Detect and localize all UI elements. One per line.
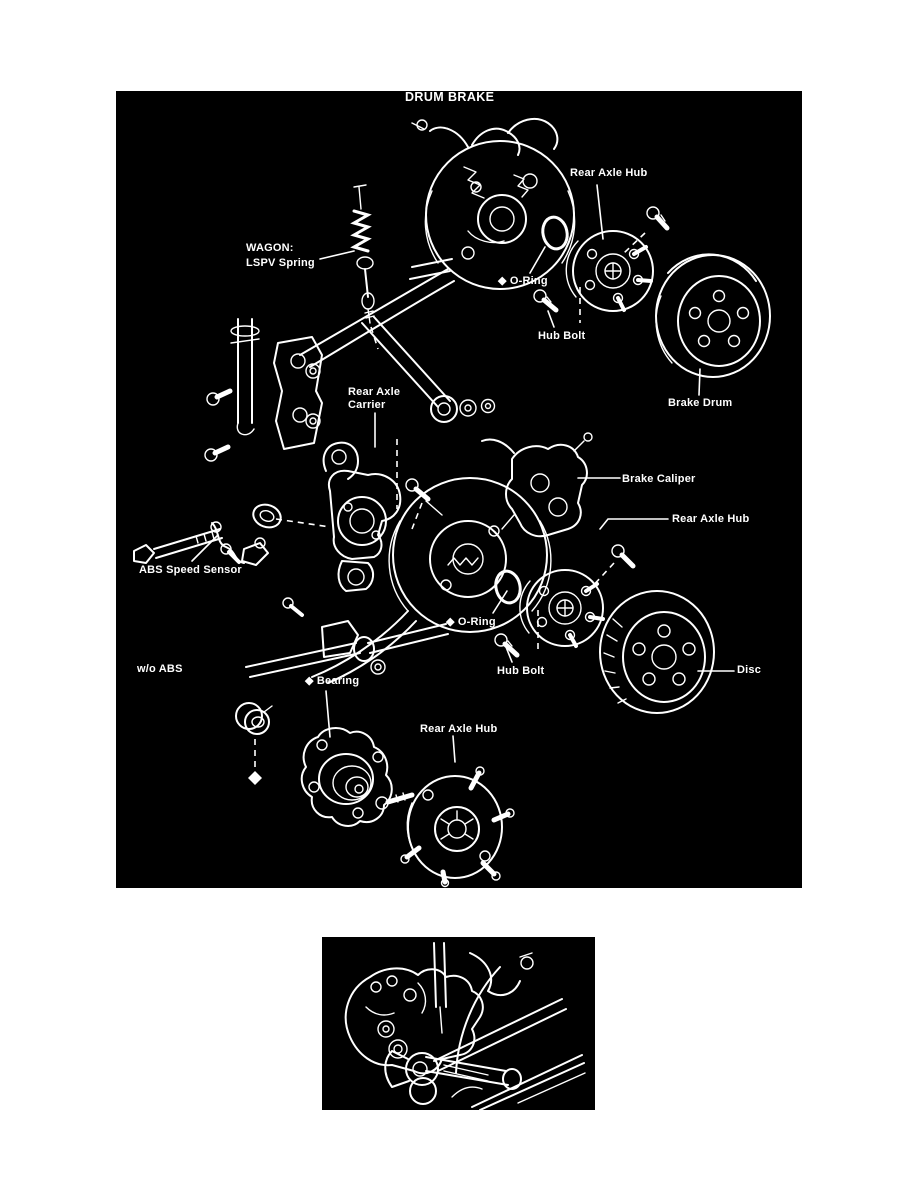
brake-drum-art xyxy=(655,253,771,378)
label-rear-axle-hub-top: Rear Axle Hub xyxy=(570,167,648,179)
wheel-bolt-top-right-art xyxy=(646,206,670,231)
diagram-title: DRUM BRAKE xyxy=(405,91,495,104)
main-diagram-panel: DRUM BRAKE Rear Axle Hub WAGON: LSPV Spr… xyxy=(116,91,802,888)
label-hub-bolt-middle: Hub Bolt xyxy=(497,665,545,677)
disc-art xyxy=(599,590,715,714)
label-rear-axle-hub-bottom: Rear Axle Hub xyxy=(420,723,498,735)
hub-bolt-top-art xyxy=(533,289,559,313)
assembly-dashed-lines xyxy=(254,232,646,767)
lspv-spring-art xyxy=(350,184,375,324)
bearing-art xyxy=(300,727,393,827)
suspension-wrench-scene-art xyxy=(344,942,586,1110)
label-brake-drum: Brake Drum xyxy=(668,397,733,409)
label-carrier-line1: Rear Axle xyxy=(348,386,401,398)
label-wagon-line1: WAGON: xyxy=(246,242,294,254)
long-bolt-art xyxy=(133,528,223,564)
rear-axle-carrier-art xyxy=(252,441,431,592)
label-wagon-line2: LSPV Spring xyxy=(246,257,315,269)
backing-plate-art xyxy=(311,477,552,684)
exploded-view-line-art xyxy=(133,117,771,888)
label-abs-speed-sensor: ABS Speed Sensor xyxy=(139,564,242,576)
label-disc: Disc xyxy=(737,664,762,676)
hub-bolt-middle-art xyxy=(494,633,520,658)
label-o-ring-middle: ◆ O-Ring xyxy=(446,616,496,628)
lock-nut-art xyxy=(235,702,273,785)
strut-and-bracket-art xyxy=(204,318,323,462)
label-wagon-lspv-spring: WAGON: LSPV Spring xyxy=(246,241,315,271)
brake-caliper-art xyxy=(481,432,593,538)
drum-brake-assembly-art xyxy=(299,117,576,368)
label-hub-bolt-top: Hub Bolt xyxy=(538,330,586,342)
leader-lines xyxy=(191,184,735,763)
label-carrier-line2: Carrier xyxy=(348,399,386,411)
label-bearing: ◆ Bearing xyxy=(305,675,360,687)
label-rear-axle-carrier: Rear Axle Carrier xyxy=(348,386,400,412)
wheel-bolt-middle-right-art xyxy=(611,544,636,569)
inset-figure-panel xyxy=(322,937,595,1110)
diamond-marker xyxy=(248,771,262,785)
rear-axle-hub-top-art xyxy=(565,230,654,312)
rear-axle-hub-bottom-art xyxy=(375,766,515,888)
trailing-arm-art xyxy=(245,597,449,678)
label-wo-abs-section: w/o ABS xyxy=(137,663,183,675)
label-o-ring-top: ◆ O-Ring xyxy=(498,275,548,287)
label-brake-caliper: Brake Caliper xyxy=(622,473,696,485)
o-ring-middle-art xyxy=(494,569,522,605)
upper-control-arm-art xyxy=(361,316,496,423)
inset-line-art xyxy=(344,942,586,1110)
label-rear-axle-hub-middle: Rear Axle Hub xyxy=(672,513,750,525)
rear-axle-hub-middle-art xyxy=(519,569,605,648)
o-ring-top-art xyxy=(541,215,569,251)
abs-speed-sensor-art xyxy=(210,521,269,566)
